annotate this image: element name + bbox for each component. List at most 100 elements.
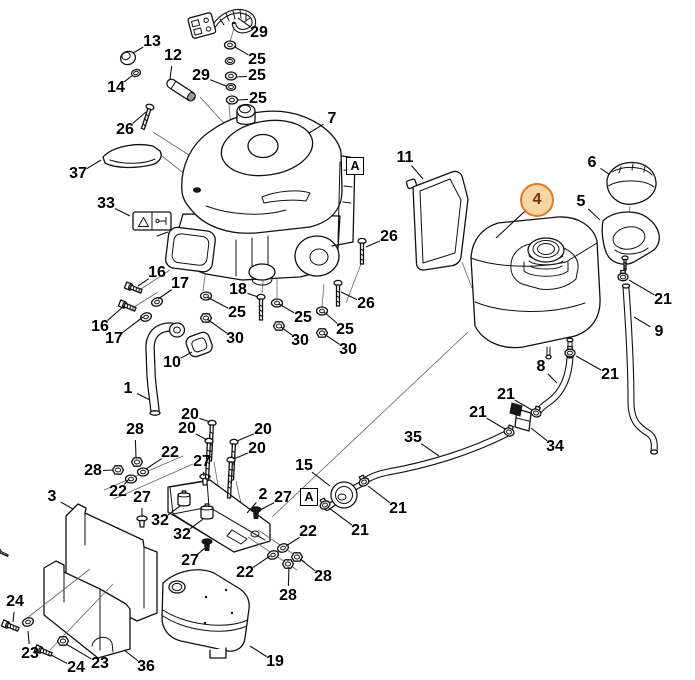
leader-line-24 [50,654,68,664]
callout-16[interactable]: 16 [148,264,166,281]
callout-30[interactable]: 30 [339,341,357,358]
callout-22[interactable]: 22 [161,444,179,461]
leader-line-20 [236,433,255,442]
callout-4-selected[interactable]: 4 [520,183,554,217]
callout-14[interactable]: 14 [107,79,125,96]
callout-26[interactable]: 26 [116,121,134,138]
callout-20[interactable]: 20 [178,420,196,437]
leader-line-4 [495,211,525,239]
callout-28[interactable]: 28 [314,568,332,585]
callout-30[interactable]: 30 [226,330,244,347]
leader-line-21 [367,485,391,504]
part-washer-25c [225,95,239,105]
callout-29[interactable]: 29 [250,24,268,41]
callout-15[interactable]: 15 [295,457,313,474]
callout-2[interactable]: 2 [258,486,268,503]
callout-27[interactable]: 27 [274,489,292,506]
leader-line-10 [180,351,193,359]
callout-22[interactable]: 22 [236,564,254,581]
callout-27[interactable]: 27 [193,453,211,470]
callout-21[interactable]: 21 [654,291,672,308]
callout-30[interactable]: 30 [291,332,309,349]
leader-line-25 [206,296,229,309]
leader-line-32 [167,505,181,516]
callout-11[interactable]: 11 [396,149,414,166]
callout-27[interactable]: 27 [133,489,151,506]
leader-line-1 [136,392,151,401]
callout-26[interactable]: 26 [357,295,375,312]
callout-20[interactable]: 20 [254,421,272,438]
part-washer-17a [149,295,165,309]
callout-9[interactable]: 9 [654,323,664,340]
leader-line-24 [12,611,15,623]
leader-line-32 [189,518,204,530]
leader-line-28 [299,558,316,572]
callout-32[interactable]: 32 [151,512,169,529]
callout-25[interactable]: 25 [336,321,354,338]
callout-16[interactable]: 16 [91,318,109,335]
callout-35[interactable]: 35 [404,429,422,446]
callout-24[interactable]: 24 [67,659,85,676]
callout-27[interactable]: 27 [181,552,199,569]
callout-25[interactable]: 25 [228,304,246,321]
part-buffer-32a [177,490,191,507]
callout-A[interactable]: A [300,488,318,506]
part-washer-22a [136,467,150,477]
leader-line-13 [132,46,144,54]
callout-22[interactable]: 22 [299,523,317,540]
callout-18[interactable]: 18 [229,281,247,298]
callout-20[interactable]: 20 [181,406,199,423]
leader-line-15 [311,471,331,487]
callout-21[interactable]: 21 [497,386,515,403]
callout-21[interactable]: 21 [469,404,487,421]
leader-line-22 [124,478,130,485]
part-fuel-tank [470,216,601,360]
callout-19[interactable]: 19 [266,653,284,670]
callout-25[interactable]: 25 [248,67,266,84]
callout-A[interactable]: A [346,157,364,175]
part-buffer-32b [200,503,214,520]
callout-5[interactable]: 5 [576,193,586,210]
leader-line-27 [259,502,275,511]
leader-line-26 [132,111,147,124]
callout-33[interactable]: 33 [97,195,115,212]
leader-line-21 [628,279,655,296]
callout-28[interactable]: 28 [279,587,297,604]
callout-12[interactable]: 12 [164,47,182,64]
callout-10[interactable]: 10 [163,354,181,371]
part-bolt-18 [256,293,266,321]
callout-25[interactable]: 25 [249,90,267,107]
callout-28[interactable]: 28 [126,421,144,438]
callout-28[interactable]: 28 [84,462,102,479]
part-screw-26b [357,237,367,265]
callout-20[interactable]: 20 [248,440,266,457]
callout-23[interactable]: 23 [91,655,109,672]
callout-6[interactable]: 6 [587,154,597,171]
callout-25[interactable]: 25 [294,309,312,326]
callout-36[interactable]: 36 [137,658,155,675]
callout-8[interactable]: 8 [536,358,546,375]
callout-37[interactable]: 37 [69,165,87,182]
callout-25[interactable]: 25 [248,51,266,68]
callout-1[interactable]: 1 [123,380,133,397]
callout-3[interactable]: 3 [47,488,57,505]
callout-26[interactable]: 26 [380,228,398,245]
callout-21[interactable]: 21 [389,500,407,517]
callout-34[interactable]: 34 [546,438,564,455]
callout-23[interactable]: 23 [21,645,39,662]
callout-32[interactable]: 32 [173,526,191,543]
callout-21[interactable]: 21 [351,522,369,539]
callout-29[interactable]: 29 [192,67,210,84]
leader-line-27 [202,471,205,477]
callout-21[interactable]: 21 [601,366,619,383]
callout-24[interactable]: 24 [6,593,24,610]
part-fuel-cap [606,161,657,205]
callout-22[interactable]: 22 [109,483,127,500]
callout-17[interactable]: 17 [171,275,189,292]
leader-line-19 [249,645,267,658]
callout-17[interactable]: 17 [105,330,123,347]
leader-line-22 [252,555,271,568]
callout-7[interactable]: 7 [327,110,337,127]
callout-13[interactable]: 13 [143,33,161,50]
